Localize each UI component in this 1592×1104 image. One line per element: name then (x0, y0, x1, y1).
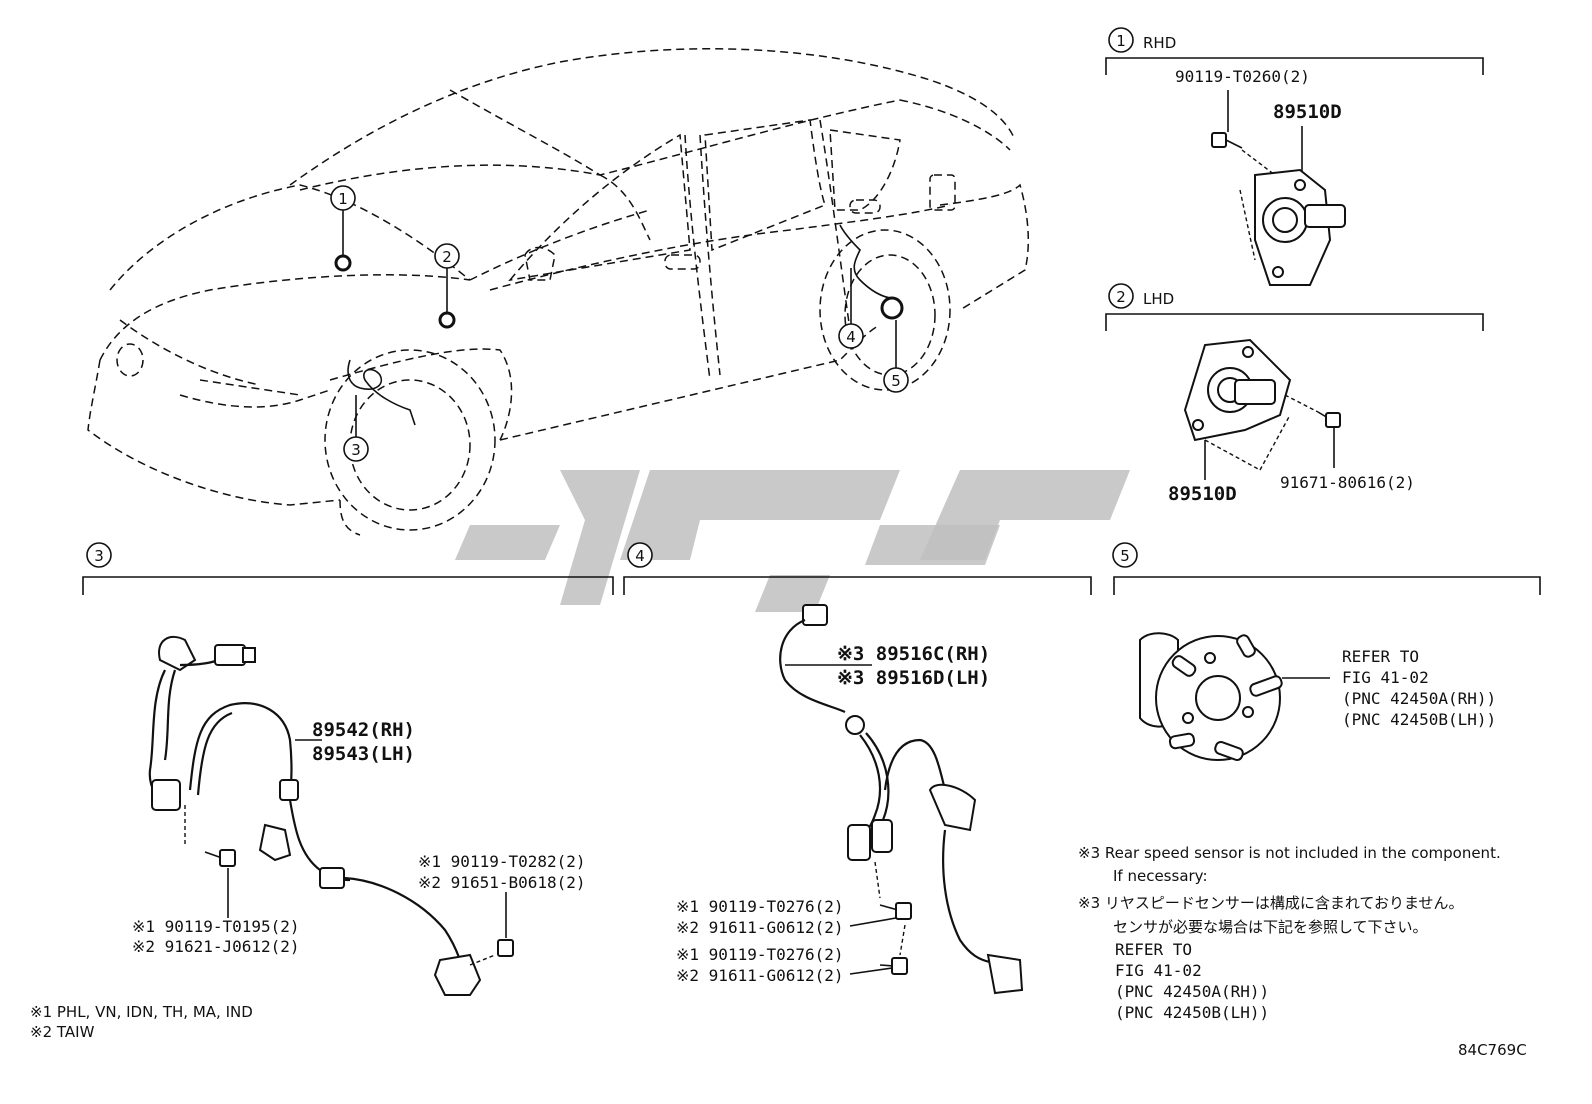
callout-4-label: 4 (846, 328, 856, 346)
section-5-refer-4: (PNC 42450B(LH)) (1342, 710, 1496, 729)
footnotes: ※1 PHL, VN, IDN, TH, MA, IND ※2 TAIW (30, 1003, 253, 1041)
section-2-bolt-icon (1284, 394, 1341, 428)
section-4-bolt-a-icon (879, 902, 912, 920)
figure-code: 84C769C (1458, 1041, 1527, 1059)
section-3-number: 3 (94, 547, 104, 565)
note-refer-4: (PNC 42450B(LH)) (1115, 1003, 1269, 1022)
section-4-bolt-b-icon (879, 924, 908, 975)
section-5-hub: 5 REFER TO FIG 41-02 (PNC 42450A(RH)) (P… (1112, 542, 1541, 762)
callout-2-label: 2 (442, 248, 452, 266)
section-2-title: LHD (1143, 290, 1174, 308)
section-1-sensor-icon (1239, 168, 1346, 286)
watermark-logo (455, 470, 1130, 612)
section-3-bolt-b-2: ※2 91621-J0612(2) (132, 937, 300, 956)
section-5-refer-2: FIG 41-02 (1342, 668, 1429, 687)
note-3-japanese-1: ※3 リヤスピードセンサーは構成に含まれておりません。 (1078, 894, 1464, 912)
section-1-part-label: 89510D (1273, 101, 1342, 123)
section-5-refer-3: (PNC 42450A(RH)) (1342, 689, 1496, 708)
section-3-sensor-rh: 89542(RH) (312, 719, 415, 741)
section-1-title: RHD (1143, 34, 1176, 52)
section-4-sensor-icon (779, 604, 1024, 995)
section-2-bolt-label: 91671-80616(2) (1280, 473, 1415, 492)
section-3-bolt-a-2: ※2 91651-B0618(2) (418, 873, 586, 892)
vehicle-callouts: 1 2 3 4 5 (330, 185, 909, 462)
section-4-number: 4 (635, 547, 645, 565)
callout-5-label: 5 (891, 372, 901, 390)
section-4-rear-sensor: 4 ※3 89516C(RH) ※3 89516D(LH) (623, 542, 1092, 995)
section-4-sensor-rh: ※3 89516C(RH) (837, 643, 990, 665)
section-5-refer-1: REFER TO (1342, 647, 1419, 666)
notes-block: ※3 Rear speed sensor is not included in … (1078, 844, 1501, 1022)
section-2-part-label: 89510D (1168, 483, 1237, 505)
section-4-bolt-a-1: ※1 90119-T0276(2) (676, 897, 844, 916)
section-4-bolt-b-1: ※1 90119-T0276(2) (676, 945, 844, 964)
note-refer-3: (PNC 42450A(RH)) (1115, 982, 1269, 1001)
section-1-number: 1 (1116, 32, 1126, 50)
section-3-bolt-b-icon (204, 849, 236, 867)
section-3-sensor-icon (148, 635, 482, 996)
note-3-english-1: ※3 Rear speed sensor is not included in … (1078, 844, 1501, 862)
note-refer-2: FIG 41-02 (1115, 961, 1202, 980)
section-3-bolt-a-1: ※1 90119-T0282(2) (418, 852, 586, 871)
footnote-1: ※1 PHL, VN, IDN, TH, MA, IND (30, 1003, 253, 1021)
section-4-bolt-b-2: ※2 91611-G0612(2) (676, 966, 844, 985)
section-2-lhd: 2 LHD 89510D 91671-80616(2) (1105, 283, 1484, 505)
section-5-hub-icon (1139, 632, 1283, 762)
section-3-bolt-b-1: ※1 90119-T0195(2) (132, 917, 300, 936)
section-4-sensor-lh: ※3 89516D(LH) (837, 667, 990, 689)
section-3-sensor-lh: 89543(LH) (312, 743, 415, 765)
note-3-japanese-2: センサが必要な場合は下記を参照して下さい。 (1113, 918, 1428, 936)
section-3-front-sensor: 3 89542(RH) (82, 542, 614, 996)
note-refer-1: REFER TO (1115, 940, 1192, 959)
section-4-bolt-a-2: ※2 91611-G0612(2) (676, 918, 844, 937)
section-2-sensor-icon (1183, 338, 1292, 471)
section-3-bolt-a-icon (469, 939, 514, 966)
section-1-bolt-icon (1211, 132, 1276, 176)
section-2-number: 2 (1116, 288, 1126, 306)
footnote-2: ※2 TAIW (30, 1023, 95, 1041)
callout-1-label: 1 (338, 190, 348, 208)
callout-3-label: 3 (351, 441, 361, 459)
section-1-bolt-label: 90119-T0260(2) (1175, 67, 1310, 86)
section-1-rhd: 1 RHD 90119-T0260(2) 89510D (1105, 27, 1484, 286)
note-3-english-2: If necessary: (1113, 867, 1208, 885)
vehicle-outline (87, 48, 1030, 536)
section-5-number: 5 (1120, 547, 1130, 565)
